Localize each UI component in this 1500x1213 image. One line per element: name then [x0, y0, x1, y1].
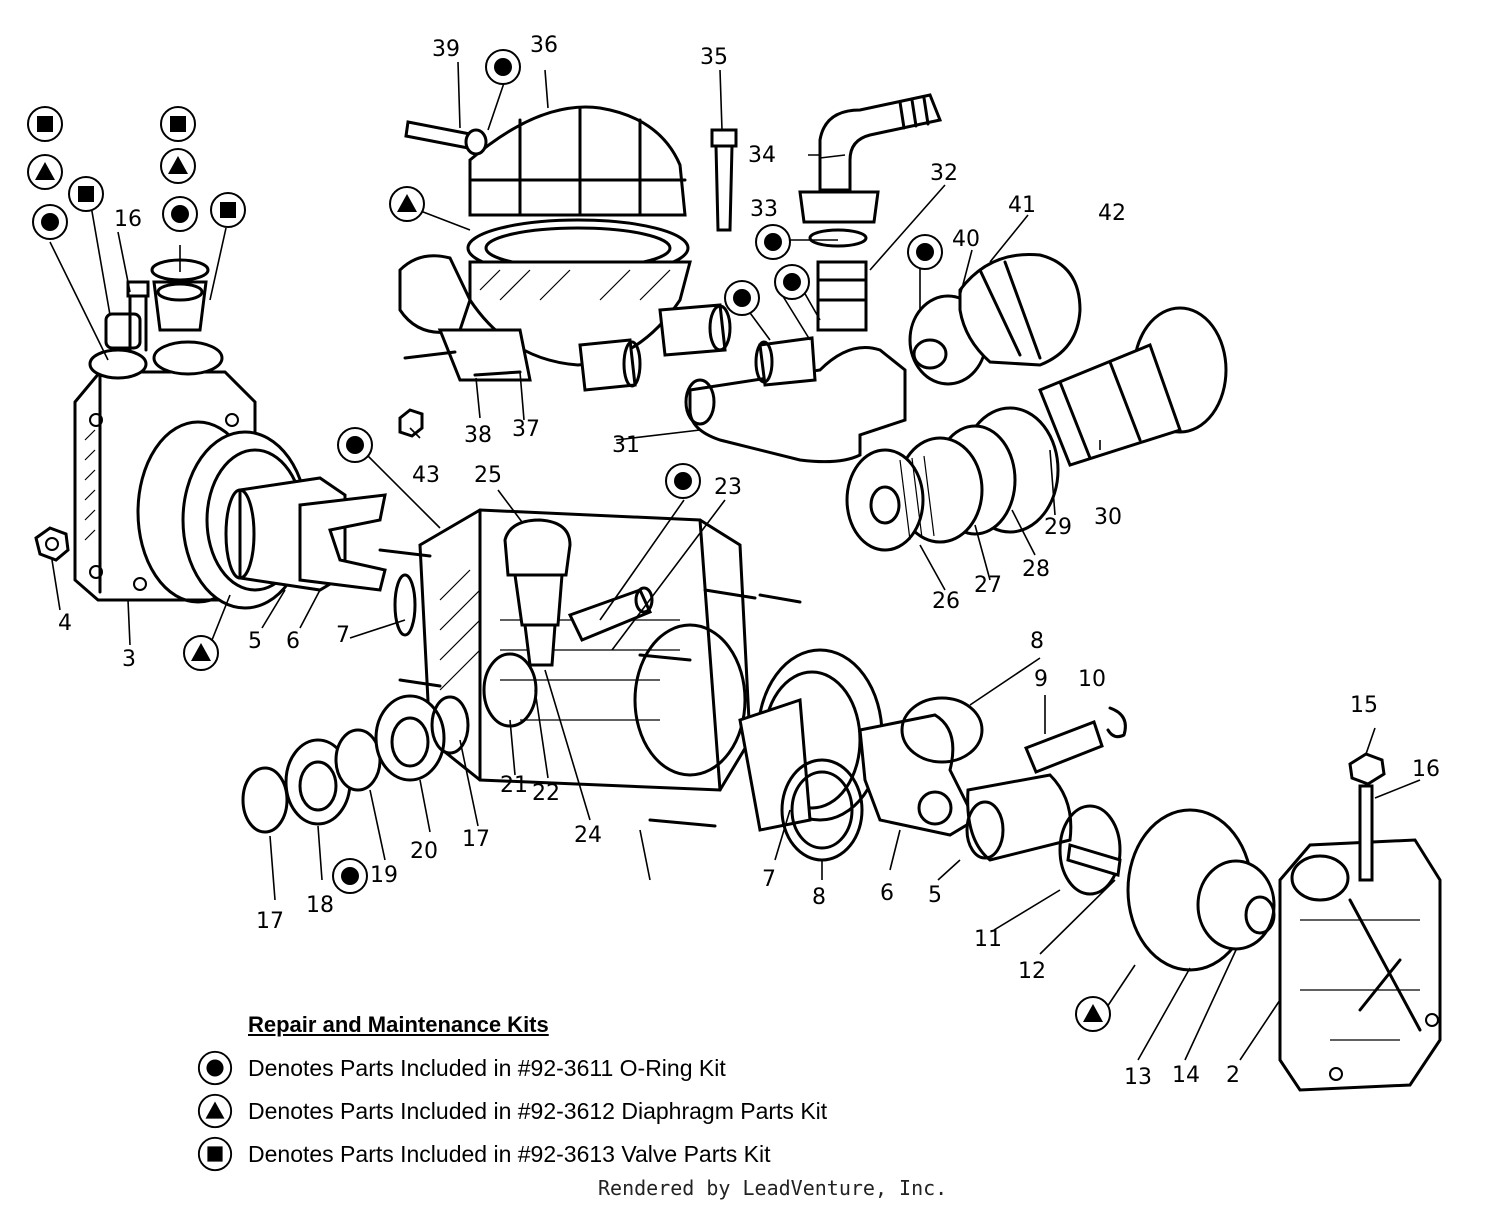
callout-37: 37 — [512, 417, 540, 442]
cylinder-sleeve-30 — [1038, 306, 1228, 467]
ring-11-12 — [1058, 804, 1122, 896]
piston-stack-26-29 — [845, 406, 1060, 552]
callout-30: 30 — [1094, 505, 1122, 530]
callout-12: 12 — [1018, 959, 1046, 984]
legend-item-oring-kit: Denotes Parts Included in #92-3611 O-Rin… — [196, 1048, 726, 1088]
lower-valve-stack — [241, 694, 470, 834]
callout-39: 39 — [432, 37, 460, 62]
bolt-39 — [404, 120, 488, 156]
callout-10: 10 — [1078, 667, 1106, 692]
leader-lines — [49, 61, 1421, 1061]
callout-9: 9 — [1034, 667, 1048, 692]
callout-11: 11 — [974, 927, 1002, 952]
callout-35: 35 — [700, 45, 728, 70]
callout-3: 3 — [122, 647, 136, 672]
callout-19: 19 — [370, 863, 398, 888]
callout-40: 40 — [952, 227, 980, 252]
callout-20: 20 — [410, 839, 438, 864]
callout-42: 42 — [1098, 201, 1126, 226]
fitting-23 — [567, 586, 654, 642]
callout-21: 21 — [500, 773, 528, 798]
callout-6-left: 6 — [286, 629, 300, 654]
callout-26: 26 — [932, 589, 960, 614]
callout-13: 13 — [1124, 1065, 1152, 1090]
con-rod-6-right — [858, 713, 977, 837]
render-credit: Rendered by LeadVenture, Inc. — [598, 1176, 948, 1200]
callout-29: 29 — [1044, 515, 1072, 540]
callout-38: 38 — [464, 423, 492, 448]
callout-5-right: 5 — [928, 883, 942, 908]
callout-5-left: 5 — [248, 629, 262, 654]
hose-barb-elbow-34 — [798, 93, 943, 224]
callout-6-right: 6 — [880, 881, 894, 906]
valve-25 — [503, 518, 572, 667]
circle-kit-icon — [197, 1050, 233, 1086]
tee-fitting-31 — [684, 336, 907, 464]
square-kit-icon — [197, 1136, 233, 1172]
left-valve-assembly — [104, 258, 210, 352]
bolt-35 — [710, 128, 738, 232]
callout-7-right: 7 — [762, 867, 776, 892]
callout-17-lower: 17 — [256, 909, 284, 934]
callout-24: 24 — [574, 823, 602, 848]
callout-15: 15 — [1350, 693, 1378, 718]
callout-22: 22 — [532, 781, 560, 806]
callout-31: 31 — [612, 433, 640, 458]
callout-8-upper: 8 — [1030, 629, 1044, 654]
clip-10 — [1106, 706, 1127, 739]
legend-text-diaphragm-kit: Denotes Parts Included in #92-3612 Diaph… — [248, 1097, 828, 1124]
callout-14: 14 — [1172, 1063, 1200, 1088]
manifold-dome-assembly — [398, 105, 732, 392]
fitting-32 — [808, 228, 868, 332]
unloader-41-42 — [958, 252, 1082, 367]
callout-8-lower: 8 — [812, 885, 826, 910]
legend-text-valve-kit: Denotes Parts Included in #92-3613 Valve… — [248, 1140, 771, 1167]
callout-2: 2 — [1226, 1063, 1240, 1088]
legend-text-oring-kit: Denotes Parts Included in #92-3611 O-Rin… — [248, 1054, 726, 1081]
callout-16-left: 16 — [114, 207, 142, 232]
hex-nut-4 — [34, 526, 70, 562]
nut-43 — [398, 408, 424, 438]
triangle-kit-icon — [197, 1093, 233, 1129]
callout-33: 33 — [750, 197, 778, 222]
legend-title: Repair and Maintenance Kits — [248, 1012, 549, 1037]
callout-27: 27 — [974, 573, 1002, 598]
callout-4: 4 — [58, 611, 72, 636]
legend-item-diaphragm-kit: Denotes Parts Included in #92-3612 Diaph… — [196, 1091, 827, 1131]
gasket-8-upper — [900, 696, 984, 764]
callout-34: 34 — [748, 143, 776, 168]
piston-5-right — [965, 773, 1073, 862]
callout-43: 43 — [412, 463, 440, 488]
wrist-pin-9 — [1024, 720, 1104, 774]
callout-28: 28 — [1022, 557, 1050, 582]
callout-16-right: 16 — [1412, 757, 1440, 782]
callout-25: 25 — [474, 463, 502, 488]
left-piston-rod — [224, 476, 387, 592]
legend-item-valve-kit: Denotes Parts Included in #92-3613 Valve… — [196, 1134, 771, 1174]
diaphragm-retainer-14 — [1196, 859, 1276, 951]
callout-36: 36 — [530, 33, 558, 58]
callout-32: 32 — [930, 161, 958, 186]
callout-17-upper: 17 — [462, 827, 490, 852]
callout-23: 23 — [714, 475, 742, 500]
callout-numbers: 39 36 35 34 33 32 41 42 40 16 38 37 31 4… — [58, 33, 1440, 1090]
right-pump-housing-2 — [1278, 838, 1442, 1092]
callout-41: 41 — [1008, 193, 1036, 218]
callout-18: 18 — [306, 893, 334, 918]
central-crankcase — [378, 508, 802, 828]
callout-7-left: 7 — [336, 623, 350, 648]
